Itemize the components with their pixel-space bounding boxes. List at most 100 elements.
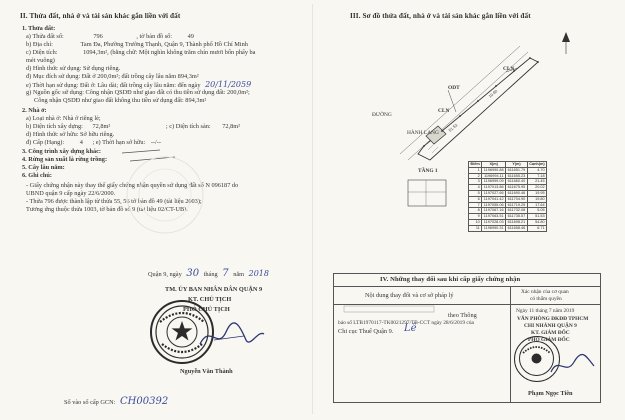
watermark-emblem	[126, 156, 204, 234]
svg-text:51.53: 51.53	[447, 122, 458, 133]
coordinate-cell: 1	[467, 166, 483, 174]
use-term-handwritten: 20/11/2059	[205, 80, 252, 89]
floor-plan-sketch	[407, 179, 447, 207]
coordinate-cell: 611658.46	[505, 224, 528, 232]
sign-month-label: tháng	[203, 271, 218, 278]
coordinate-cell: 6.71	[526, 224, 548, 232]
changes-title: IV. Những thay đổi sau khi cấp giấy chứn…	[380, 276, 521, 283]
use-origin-cont: Công nhận QSDĐ như giao đất không thu ti…	[34, 97, 207, 104]
use-term-text: e) Thời hạn sử dụng: Đất ở: Lâu dài; đất…	[26, 82, 201, 89]
coordinate-cell: 4	[467, 184, 483, 191]
authority-line-2: KT. CHỦ TỊCH	[188, 296, 232, 303]
map-label-road: ĐƯỜNG	[372, 112, 392, 118]
coordinate-cell: 2	[467, 172, 483, 180]
map-label-odt: ODT	[448, 85, 460, 91]
authority-line-3: PHÓ CHỦ TỊCH	[183, 306, 230, 313]
sign-place: Quận 9, ngày	[148, 271, 182, 278]
entry-handwritten: Lê	[404, 323, 417, 334]
coordinate-cell: 611655.23	[505, 172, 528, 180]
changes-title-row	[333, 273, 601, 287]
built-area-value: 72,8m²	[92, 123, 111, 130]
coordinate-cell: 611732.08	[505, 207, 528, 215]
house-area-line: b) Diện tích xây dựng: 72,8m² ; c) Diện …	[26, 123, 240, 131]
entry-line-2: báo số LTB1970117-TK0021297/TB-CCT ngày …	[338, 320, 474, 326]
own-term-label: ; e) Thời hạn sở hữu:	[92, 139, 146, 146]
coordinate-cell: 1197013.86	[481, 184, 507, 191]
changes-column-divider	[510, 287, 511, 403]
coordinate-cell: 611690.46	[505, 190, 528, 197]
grade-value: 4	[79, 139, 83, 146]
note-line-3: - Thửa 796 được thành lập từ thửa 55, 56…	[26, 198, 202, 205]
parcel-map: 51.53 19.80	[399, 32, 570, 161]
signature-scribble-icon	[199, 322, 265, 345]
coordinate-cell: 1196994.11	[481, 172, 507, 180]
section-iii-title: III. Sơ đồ thửa đất, nhà ở và tài sản kh…	[350, 12, 531, 20]
coordinate-cell: 20.02	[526, 184, 548, 191]
coordinate-cell: 10	[467, 218, 483, 226]
use-form: d) Hình thức sử dụng: Sử dụng riêng.	[26, 65, 121, 72]
map-label-cln-2: CLN	[438, 108, 450, 114]
perennial-trees: 5. Cây lâu năm:	[22, 164, 65, 171]
section-ii-title: II. Thửa đất, nhà ở và tài sản khác gắn …	[20, 12, 181, 20]
map-label-cln-1: CLN	[503, 66, 515, 72]
coordinate-cell: 1197028.03	[481, 218, 507, 226]
sign-year: 2018	[248, 269, 269, 278]
signer-name: Nguyễn Văn Thành	[180, 368, 233, 375]
use-purpose: đ) Mục đích sử dụng: Đất ở 200,0m²; đất …	[26, 73, 199, 80]
confirm-office-3: KT. GIÁM ĐỐC	[531, 330, 570, 336]
map-label-hall: HÀNH LANG	[407, 130, 439, 136]
register-label: Số vào sổ cấp GCN:	[64, 399, 116, 406]
coordinate-cell: 19.80	[526, 195, 548, 203]
coordinate-cell: 8	[467, 207, 483, 215]
coordinate-cell: 1196999.09	[481, 178, 507, 186]
house-heading: 2. Nhà ở:	[22, 107, 47, 114]
changes-col-content: Nội dung thay đổi và cơ sở pháp lý	[365, 292, 454, 299]
coordinate-cell: 21.45	[526, 178, 548, 186]
area-value: 1094,3m², (bằng chữ: Một nghìn không tră…	[83, 49, 256, 56]
coordinate-cell: 5.05	[526, 207, 548, 215]
parcel-number: 796	[93, 33, 103, 40]
changes-box	[333, 273, 601, 403]
coordinate-cell: 6	[467, 195, 483, 203]
changes-header-row	[333, 287, 601, 305]
coordinate-cell: 1196990.88	[481, 166, 507, 174]
coordinate-cell: 3	[467, 178, 483, 186]
entry-stamp-lines	[343, 305, 435, 313]
coordinate-cell: 4.70	[526, 166, 548, 174]
parcel-label: a) Thửa đất số:	[26, 33, 64, 40]
coordinate-cell: 611735.57	[505, 213, 528, 220]
page-fold	[312, 4, 313, 414]
land-heading: 1. Thửa đất:	[22, 25, 56, 32]
confirm-date: Ngày 11 tháng 7 năm 2019	[516, 308, 575, 314]
address-value: Tam Đa, Phường Trường Thạnh, Quận 9, Thà…	[80, 41, 248, 48]
use-term: e) Thời hạn sử dụng: Đất ở: Lâu dài; đất…	[26, 81, 251, 90]
coordinate-cell: 611660.40	[505, 178, 528, 186]
own-term-value: --/--	[150, 139, 161, 146]
confirm-office-2: CHI NHÁNH QUẬN 9	[524, 323, 577, 329]
notes-heading: 6. Ghi chú:	[22, 172, 52, 179]
area-label: c) Diện tích:	[26, 49, 58, 56]
entry-line-3: Chi cục Thuế Quận 9.	[338, 328, 394, 335]
note-line-4: Tương ứng thuộc thửa 1003, tờ bản đồ số …	[26, 206, 188, 213]
sheet-label: , tờ bản đồ số:	[136, 33, 173, 40]
area-line: c) Diện tích: 1094,3m², (bằng chữ: Một n…	[26, 49, 255, 57]
coordinate-cell: 611651.79	[505, 166, 528, 174]
changes-col-confirm-2: có thẩm quyền	[530, 296, 562, 302]
coordinate-cell: 19.95	[526, 190, 548, 197]
confirm-signer: Phạm Ngọc Tiên	[528, 390, 573, 397]
coordinate-cell: 611719.25	[505, 201, 528, 209]
house-type: a) Loại nhà ở: Nhà ở riêng lẻ;	[26, 115, 101, 122]
coordinate-cell: 1197027.66	[481, 190, 507, 197]
entry-line-1: theo Thông	[448, 312, 477, 319]
note-line-1: - Giấy chứng nhận này thay thế giấy chứn…	[26, 182, 239, 189]
official-seal-icon	[150, 300, 214, 364]
